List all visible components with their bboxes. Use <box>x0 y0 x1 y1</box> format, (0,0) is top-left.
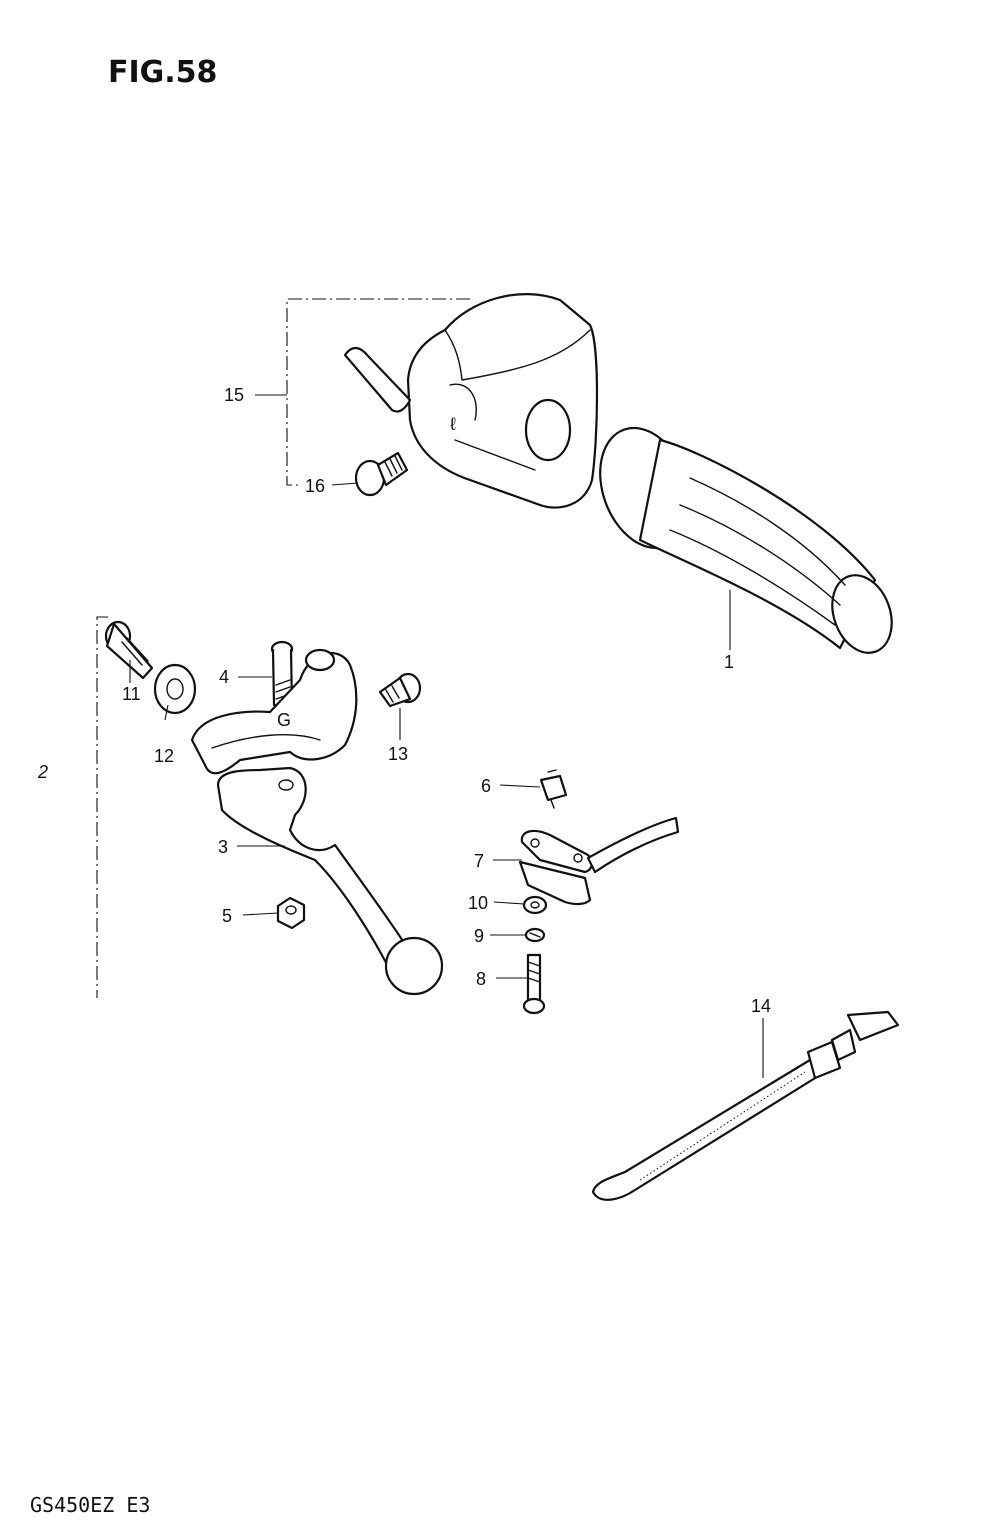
callout-5: 5 <box>222 906 232 926</box>
callout-14: 14 <box>751 996 771 1016</box>
model-code: GS450EZ E3 <box>30 1493 150 1517</box>
clutch-lever <box>216 766 444 996</box>
callout-12: 12 <box>154 746 174 766</box>
leader-lines <box>129 394 764 1078</box>
bracket-15 <box>286 298 470 486</box>
callout-9: 9 <box>474 926 484 946</box>
bracket-2 <box>96 616 108 998</box>
switch-lockwasher <box>524 927 546 943</box>
callout-11: 11 <box>122 684 141 704</box>
switch-housing: ℓ <box>343 293 599 509</box>
adjuster-screw <box>378 672 422 708</box>
callout-10: 10 <box>468 893 488 913</box>
switch-washer <box>522 895 548 915</box>
callout-16: 16 <box>305 476 325 496</box>
switch-plug <box>539 769 568 809</box>
lever-holder: G <box>190 648 358 775</box>
callout-7: 7 <box>474 851 484 871</box>
callout-15: 15 <box>224 385 244 405</box>
lever-bolt <box>104 620 154 680</box>
holder-marking: G <box>277 710 291 730</box>
clutch-switch <box>518 816 680 906</box>
cable-tie <box>591 1010 900 1201</box>
callout-2: 2 <box>37 762 48 782</box>
housing-screw <box>354 451 409 497</box>
callout-1: 1 <box>724 652 734 672</box>
switch-marking: ℓ <box>450 414 456 434</box>
pivot-nut <box>276 896 306 930</box>
callout-6: 6 <box>481 776 491 796</box>
switch-screw <box>522 953 546 1015</box>
bolt-washer <box>153 663 197 715</box>
handlebar-grip <box>599 426 893 654</box>
callout-8: 8 <box>476 969 486 989</box>
callout-labels: 15 16 1 11 12 4 13 2 3 5 6 7 10 9 8 14 <box>37 385 771 1016</box>
figure-title: FIG.58 <box>108 55 217 90</box>
callout-4: 4 <box>219 667 229 687</box>
callout-3: 3 <box>218 837 228 857</box>
callout-13: 13 <box>388 744 408 764</box>
